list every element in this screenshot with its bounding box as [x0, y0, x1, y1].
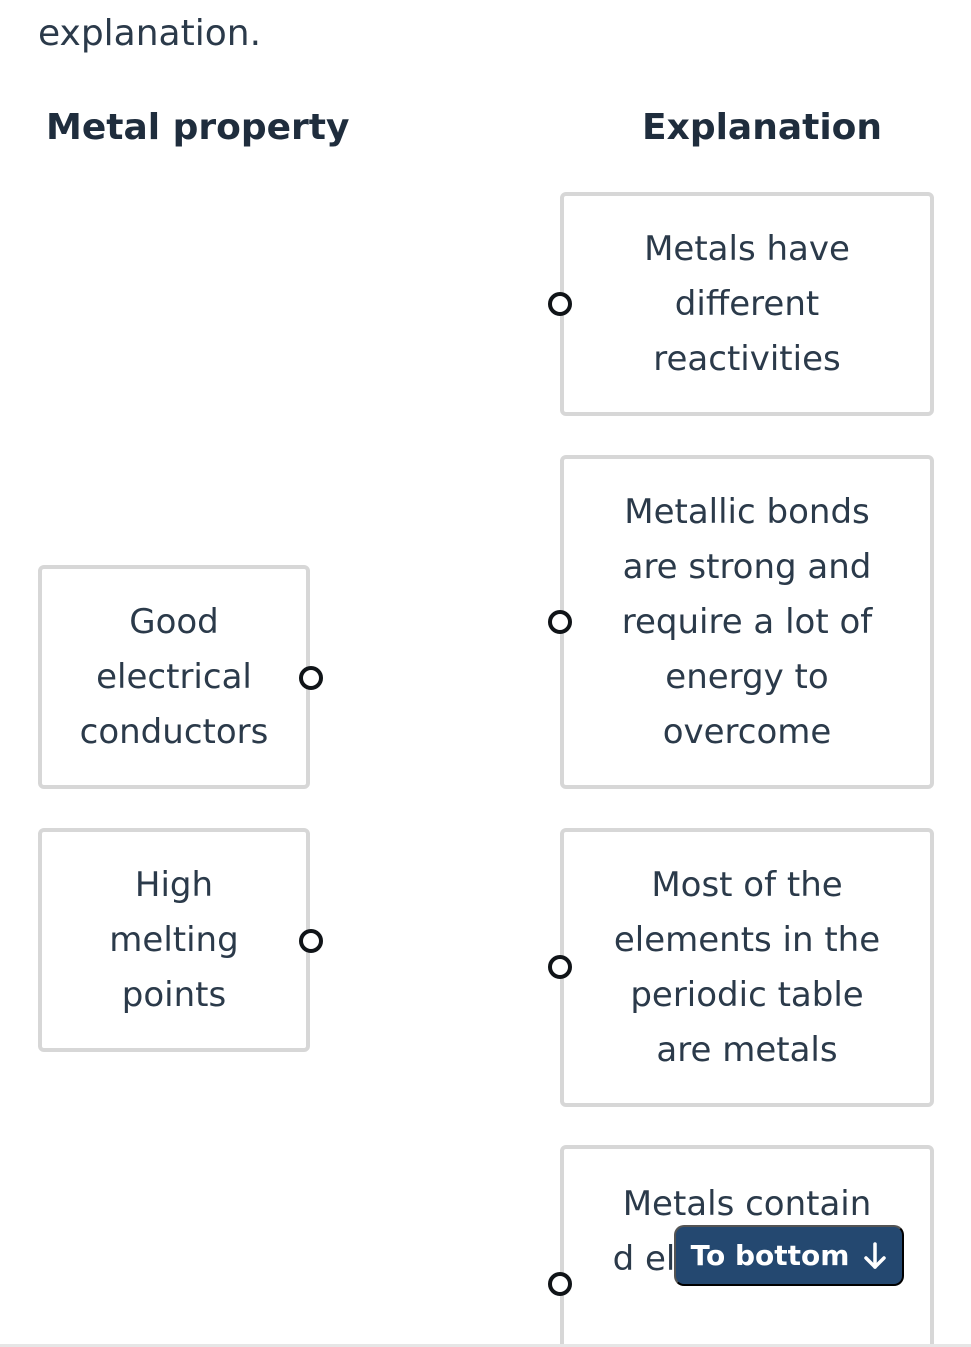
column-heading-metal-property: Metal property: [46, 107, 350, 148]
explanation-connector-dot[interactable]: [548, 1272, 572, 1296]
instruction-text: explanation.: [38, 13, 262, 54]
property-connector-dot[interactable]: [299, 666, 323, 690]
explanation-connector-dot[interactable]: [548, 292, 572, 316]
property-label: Good electrical conductors: [79, 601, 269, 752]
explanation-card-elements-periodic-table[interactable]: Most of the elements in the periodic tab…: [560, 828, 934, 1107]
arrow-down-icon: [863, 1240, 887, 1272]
column-heading-explanation: Explanation: [642, 107, 883, 148]
property-card-good-electrical-conductors[interactable]: Good electrical conductors: [38, 565, 310, 789]
to-bottom-button[interactable]: To bottom: [674, 1225, 904, 1286]
explanation-card-metallic-bonds[interactable]: Metallic bonds are strong and require a …: [560, 455, 934, 789]
explanation-label: Metallic bonds are strong and require a …: [621, 491, 873, 752]
explanation-label: Metals have different reactivities: [644, 228, 850, 379]
page-bottom-divider: [0, 1344, 971, 1347]
property-card-high-melting-points[interactable]: High melting points: [38, 828, 310, 1052]
property-connector-dot[interactable]: [299, 929, 323, 953]
property-label: High melting points: [109, 864, 239, 1015]
explanation-connector-dot[interactable]: [548, 610, 572, 634]
explanation-card-different-reactivities[interactable]: Metals have different reactivities: [560, 192, 934, 416]
explanation-connector-dot[interactable]: [548, 955, 572, 979]
explanation-label: Most of the elements in the periodic tab…: [613, 864, 881, 1070]
to-bottom-label: To bottom: [690, 1239, 850, 1272]
